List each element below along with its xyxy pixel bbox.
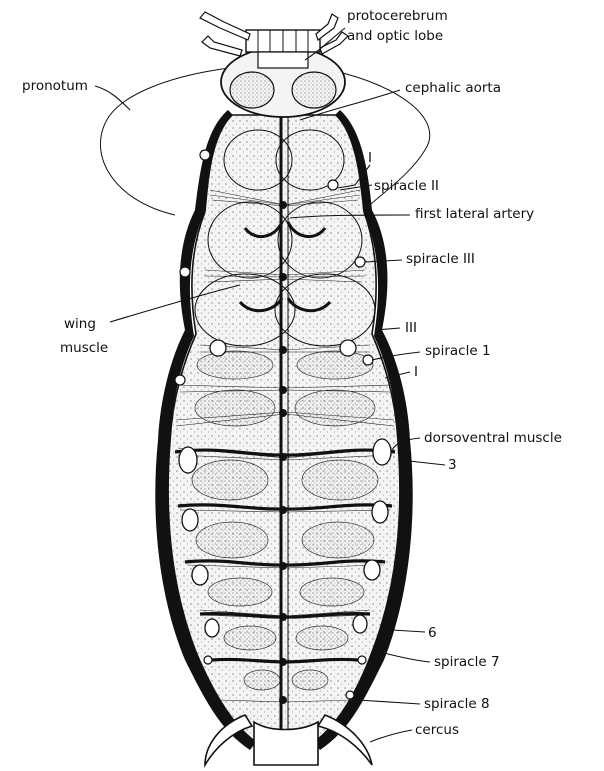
label-number-6: 6 <box>428 625 437 641</box>
label-protocerebrum-line1: protocerebrum <box>347 8 448 24</box>
insect-body <box>155 12 412 765</box>
label-spiracle-7: spiracle 7 <box>434 654 500 670</box>
label-cercus: cercus <box>415 722 459 738</box>
label-spiracle-1: spiracle 1 <box>425 343 491 359</box>
label-roman-I-lower: I <box>414 364 418 380</box>
label-cephalic-aorta: cephalic aorta <box>405 80 501 96</box>
label-roman-III: III <box>405 320 417 336</box>
label-number-3: 3 <box>448 457 457 473</box>
head <box>200 12 348 117</box>
label-protocerebrum-line2: and optic lobe <box>347 28 443 44</box>
label-spiracle-8: spiracle 8 <box>424 696 490 712</box>
label-roman-I-top: I <box>368 150 372 166</box>
label-first-lateral-artery: first lateral artery <box>415 206 534 222</box>
label-wing-muscle-line2: muscle <box>60 340 108 356</box>
label-wing-muscle-line1: wing <box>64 316 96 332</box>
label-pronotum: pronotum <box>22 78 88 94</box>
label-spiracle-II: spiracle II <box>374 178 439 194</box>
label-spiracle-III: spiracle III <box>406 251 475 267</box>
label-dorsoventral-muscle: dorsoventral muscle <box>424 430 562 446</box>
